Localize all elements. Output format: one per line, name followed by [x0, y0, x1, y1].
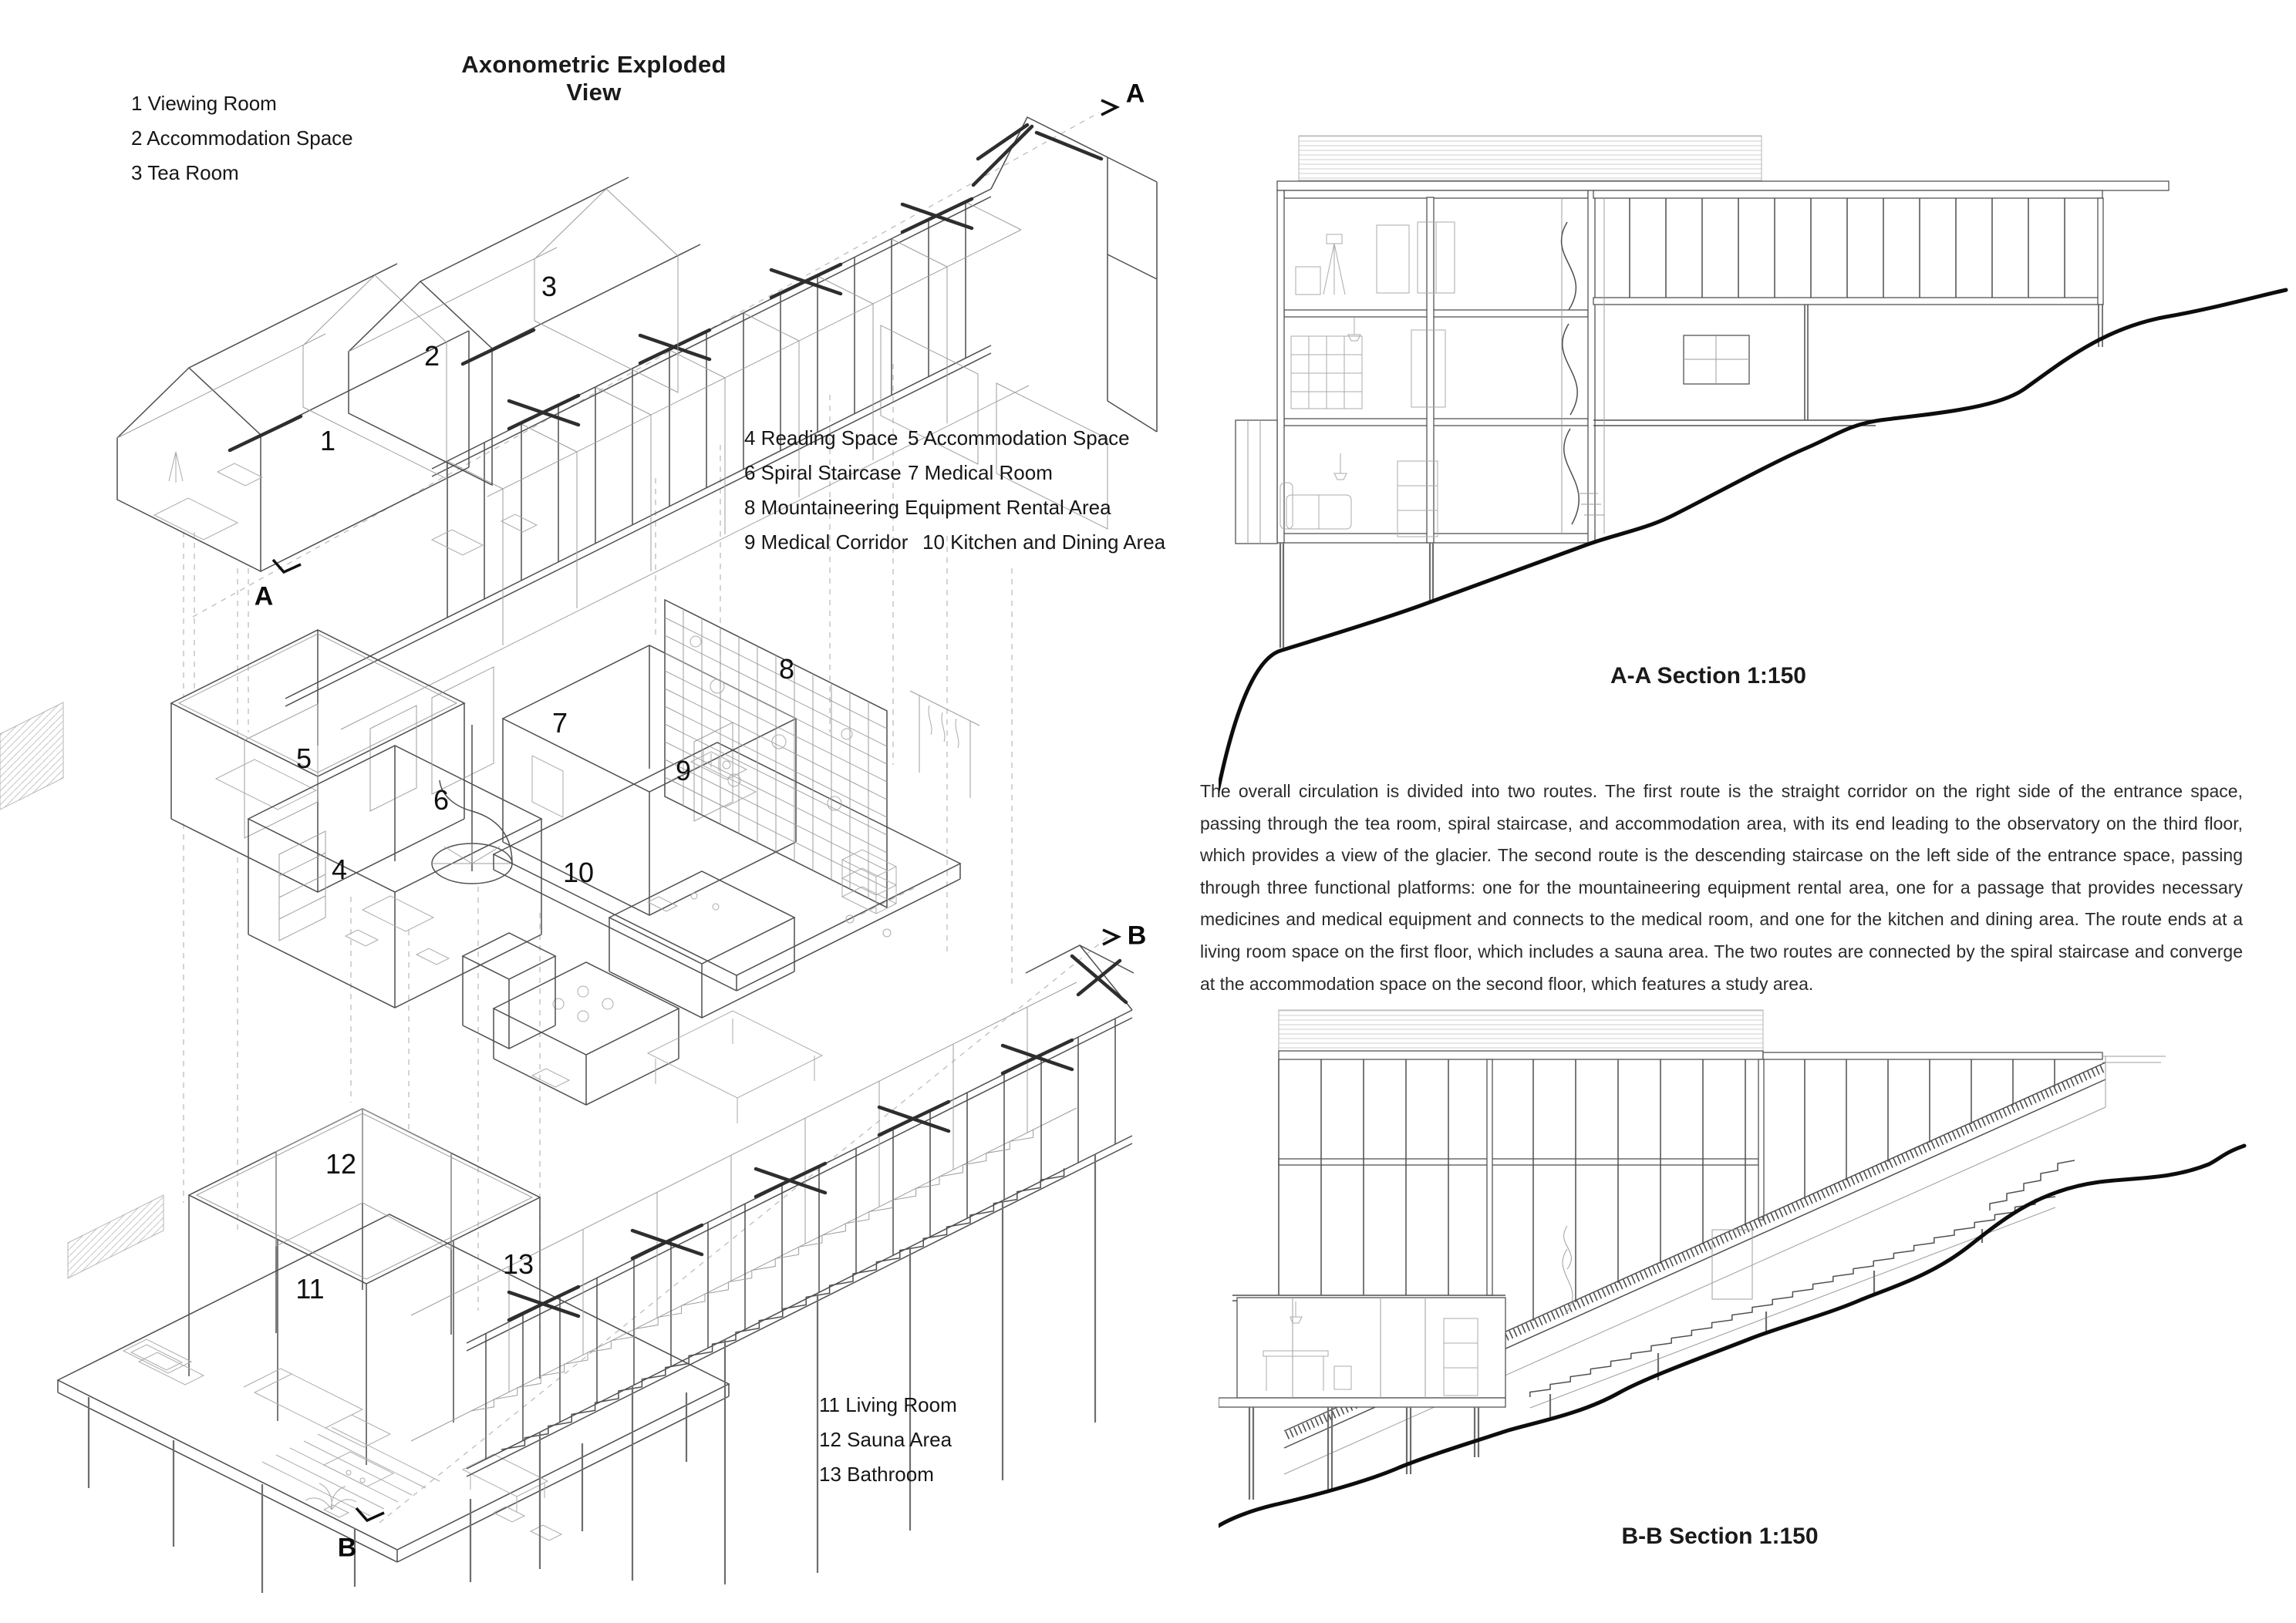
legend-item: 6 Spiral Staircase: [744, 461, 902, 484]
dining-table: [646, 1010, 824, 1123]
climbing-lattice-wall: [664, 598, 888, 909]
room-frame-medical-7: [501, 645, 797, 916]
callout-7: 7: [551, 707, 568, 739]
section-marker-b-right: B: [1127, 921, 1147, 951]
legend-rooms-1-3: 1 Viewing Room 2 Accommodation Space 3 T…: [131, 86, 353, 190]
gable-module-viewing-room: [116, 263, 470, 573]
legend-item: 4 Reading Space: [744, 426, 899, 450]
section-marker-a-bottom: A: [254, 581, 274, 611]
callout-6: 6: [433, 784, 450, 816]
legend-item: 10 Kitchen and Dining Area: [922, 530, 1166, 554]
legend-row: 6 Spiral Staircase 7 Medical Room: [744, 456, 1165, 490]
axon-first-floor: [56, 928, 1135, 1593]
section-arrow-a-bottom-icon: [271, 558, 302, 574]
callout-11: 11: [295, 1273, 325, 1305]
section-bb-drawing: [1219, 1009, 2247, 1528]
callout-10: 10: [562, 857, 595, 888]
legend-item: 12 Sauna Area: [819, 1428, 952, 1451]
legend-row: 9 Medical Corridor 10 Kitchen and Dining …: [744, 525, 1165, 560]
terrain-line-aa: [1219, 288, 2288, 798]
floor-plate-on-stilts: [56, 1214, 730, 1593]
staircase-runs: [1529, 1160, 2075, 1417]
callout-1: 1: [319, 425, 336, 456]
medical-cart: [841, 849, 898, 938]
callout-3: 3: [541, 271, 558, 302]
legend-item: 1 Viewing Room: [131, 92, 277, 115]
legend-item: 5 Accommodation Space: [908, 426, 1130, 450]
projection-drop-lines: [183, 364, 1013, 1343]
section-aa-drawing: [1219, 135, 2288, 798]
caption-section-bb: B-B Section 1:150: [1621, 1524, 1819, 1549]
legend-item: 11 Living Room: [819, 1393, 957, 1416]
hatch-pier-top: [0, 702, 64, 810]
terrain-line-bb: [1219, 1143, 2247, 1528]
section-marker-a-top: A: [1125, 79, 1145, 109]
room-frame-reading-4: [247, 745, 543, 1008]
medical-corridor-plate: [492, 742, 962, 992]
roof-slab: [1276, 180, 2170, 191]
legend-item: 3 Tea Room: [131, 161, 239, 184]
section-cut-line-b: [379, 935, 1110, 1524]
legend-row: 4 Reading Space 5 Accommodation Space: [744, 421, 1165, 456]
stair-cross-braces: [507, 1038, 1074, 1322]
living-sauna-frame: [187, 1108, 541, 1465]
legend-row: 8 Mountaineering Equipment Rental Area: [744, 490, 1165, 525]
kitchen-cabinet: [461, 932, 557, 1049]
equipment-rack: [909, 690, 980, 798]
caption-section-aa: A-A Section 1:150: [1610, 663, 1806, 689]
tower-structure: [1235, 190, 1596, 648]
hatch-pier-bottom: [67, 1194, 164, 1279]
observatory-end-frame: [880, 116, 1158, 530]
axon-roof-level: [0, 99, 1158, 810]
roof-parapet-hatch-bb: [1278, 1009, 1764, 1053]
first-floor-room-bb: [1219, 1295, 1506, 1500]
callout-5: 5: [295, 742, 312, 774]
legend-item: 13 Bathroom: [819, 1463, 934, 1486]
roof-parapet-hatch: [1298, 135, 1762, 181]
callout-9: 9: [675, 755, 692, 786]
callout-8: 8: [778, 653, 795, 685]
callout-12: 12: [325, 1148, 357, 1180]
legend-item: 8 Mountaineering Equipment Rental Area: [744, 496, 1111, 519]
legend-item: 7 Medical Room: [908, 461, 1053, 484]
descending-stair-corridor: [410, 945, 1135, 1584]
callout-2: 2: [423, 340, 440, 372]
tower-spiral-stair: [1560, 198, 1605, 534]
callout-13: 13: [502, 1248, 534, 1280]
first-floor-furniture: [122, 1338, 563, 1541]
legend-rooms-4-10: 4 Reading Space 5 Accommodation Space 6 S…: [744, 421, 1165, 560]
interior-hints-bb: [1562, 1225, 1753, 1315]
section-marker-b-bottom: B: [337, 1533, 357, 1563]
kitchen-island: [608, 870, 796, 1019]
spiral-staircase: [431, 666, 513, 884]
medicine-shelf: [689, 749, 748, 780]
axon-second-floor: [170, 598, 980, 1123]
roof-overhang: [2102, 1056, 2166, 1063]
section-cut-line-a: [192, 112, 1100, 618]
circulation-description: The overall circulation is divided into …: [1200, 781, 2243, 994]
section-arrow-a-top-icon: [1101, 99, 1121, 116]
callout-4: 4: [331, 854, 348, 885]
kitchen-stove-counter: [492, 961, 680, 1106]
room-frame-accommodation-5: [170, 629, 466, 893]
legend-rooms-11-13: 11 Living Room 12 Sauna Area 13 Bathroom: [819, 1388, 957, 1492]
roof-slab-right: [1762, 1052, 2103, 1060]
roof-slab-left: [1278, 1050, 1764, 1060]
section-arrow-b-bottom-icon: [355, 1507, 385, 1523]
legend-item: 2 Accommodation Space: [131, 126, 353, 150]
legend-item: 9 Medical Corridor: [744, 530, 909, 554]
page-title: Axonometric Exploded View: [461, 51, 727, 106]
axon-exploded-drawing: [0, 99, 1158, 1593]
roof-cross-braces: [507, 197, 974, 431]
glazed-facade-mullions: [1278, 1059, 2055, 1321]
gable-module-tea-room: [348, 177, 701, 556]
section-arrow-b-right-icon: [1102, 928, 1122, 946]
facade-beam: [1278, 1158, 1759, 1166]
corridor-glazing: [1593, 190, 2104, 426]
tower-furniture: [1279, 221, 1455, 537]
